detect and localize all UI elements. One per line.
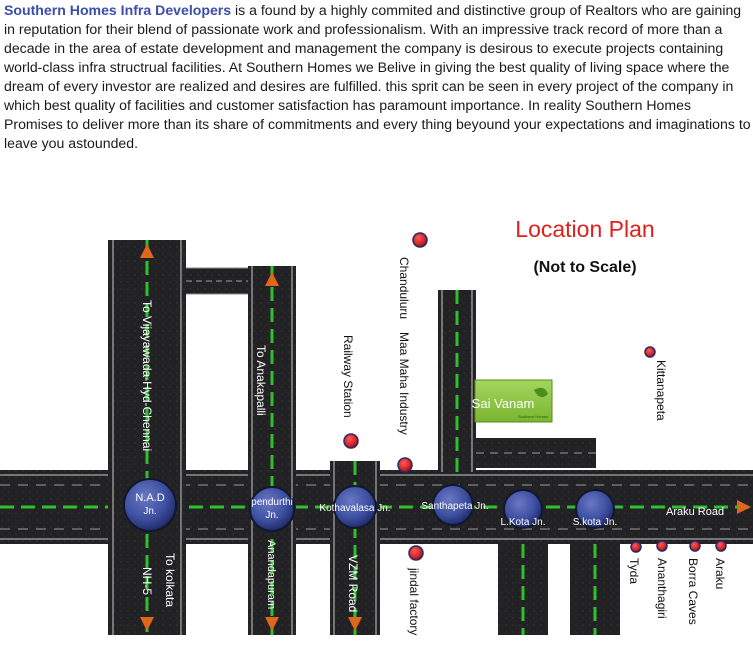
marker-maamaha-icon <box>397 457 413 473</box>
road-label-vijayawada: To Vijayawada-Hyd-Chennai <box>140 300 154 451</box>
project-sai-vanam: Sai Vanam Southern Homes <box>472 379 553 423</box>
junction-kothavalasa: Kothavalasa Jn. <box>319 485 391 529</box>
road-label-nh5: NH-5 <box>140 567 154 595</box>
junction-nad-sub: Jn. <box>143 506 156 517</box>
junction-lkota: L.Kota Jn. <box>500 489 546 529</box>
junction-pendurthi-sub: Jn. <box>265 510 278 521</box>
junction-santhapeta-label: Santhapeta Jn. <box>421 501 488 512</box>
landmark-kittanapeta: Kittanapeta <box>654 360 668 421</box>
map-subtitle: (Not to Scale) <box>533 259 636 276</box>
arrow-down-icon <box>348 617 362 631</box>
landmark-markers <box>343 232 727 561</box>
junction-lkota-label: L.Kota Jn. <box>500 517 545 528</box>
landmark-ananthagiri: Ananthagiri <box>655 558 669 619</box>
leaf-icon <box>534 387 548 398</box>
nh5-road <box>108 240 186 635</box>
marker-kittanapeta-icon <box>644 346 656 358</box>
junction-skota: S.kota Jn. <box>573 489 617 529</box>
road-label-vzm: VZM Road <box>346 555 360 612</box>
landmark-maamaha: Maa Maha Industry <box>397 332 411 435</box>
junction-pendurthi: pendurthi Jn. <box>249 486 295 532</box>
marker-chanduluru-icon <box>412 232 428 248</box>
arrow-up-icon <box>265 272 279 286</box>
marker-borra-icon <box>689 540 701 552</box>
landmark-jindal: jindal factory <box>407 567 421 635</box>
marker-tyda-icon <box>630 541 642 553</box>
road-label-kolkata: To kolkata <box>163 553 177 607</box>
project-name: Sai Vanam <box>472 396 535 411</box>
arrow-down-icon <box>265 617 279 631</box>
intro-text: is a found by a highly commited and dist… <box>4 2 751 151</box>
pendurthi-road <box>248 266 296 635</box>
lkota-road <box>498 544 548 635</box>
landmark-tyda: Tyda <box>627 558 641 584</box>
junction-kothavalasa-label: Kothavalasa Jn. <box>319 503 390 514</box>
road-label-araku: Araku Road <box>666 506 724 518</box>
marker-araku-icon <box>715 540 727 552</box>
landmark-chanduluru: Chanduluru <box>397 257 411 319</box>
intro-paragraph: Southern Homes Infra Developers is a fou… <box>4 1 752 153</box>
direction-arrows <box>140 244 751 631</box>
connector-road <box>186 267 248 295</box>
junction-pendurthi-label: pendurthi <box>251 497 293 508</box>
landmark-araku: Araku <box>713 558 727 589</box>
arrow-down-icon <box>140 617 154 631</box>
junction-nad-label: N.A.D <box>135 492 164 504</box>
skota-road <box>570 544 620 635</box>
junction-skota-label: S.kota Jn. <box>573 517 617 528</box>
landmark-railway: Railway Station <box>341 335 355 418</box>
company-name: Southern Homes Infra Developers <box>4 2 232 18</box>
arrow-up-icon <box>140 244 154 258</box>
project-tag: Southern Homes <box>518 414 548 419</box>
road-label-anakapalli: To Anakapalli <box>254 345 268 416</box>
junction-nad: N.A.D Jn. <box>123 478 177 532</box>
junction-santhapeta: Santhapeta Jn. <box>421 484 489 526</box>
landmark-borra: Borra Caves <box>686 558 700 625</box>
road-label-anandapuram: Anandapuram <box>265 540 277 609</box>
marker-jindal-icon <box>408 545 424 561</box>
map-title: Location Plan <box>515 216 654 242</box>
arrow-right-icon <box>737 500 751 514</box>
marker-ananthagiri-icon <box>656 540 668 552</box>
santhapeta-road <box>438 290 596 472</box>
marker-railway-icon <box>343 433 359 449</box>
